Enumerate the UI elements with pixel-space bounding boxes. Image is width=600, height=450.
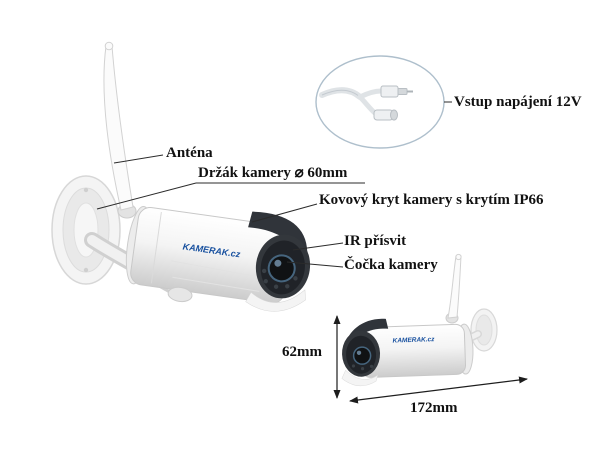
small-camera-hood [343, 318, 389, 359]
callout-label-holder: Držák kamery ⌀ 60mm [198, 165, 348, 181]
dc-socket [373, 109, 398, 121]
height-dimension-label: 62mm [282, 344, 322, 360]
small-camera-lens [352, 346, 372, 365]
callout-line-lens [286, 261, 344, 268]
callout-line-cover [251, 203, 318, 223]
detail-ellipse [315, 55, 445, 149]
callout-lines [96, 101, 452, 268]
camera-hood [248, 211, 308, 270]
callout-line-holder [96, 182, 197, 210]
small-antenna [445, 253, 462, 324]
bracket-joint [167, 286, 193, 303]
antenna [103, 41, 137, 219]
callout-label-antenna: Anténa [166, 145, 213, 161]
small-ir-leds [351, 364, 374, 371]
ir-leds [261, 268, 298, 289]
callout-label-ir: IR přísvit [344, 233, 407, 249]
mount-bracket [51, 175, 121, 285]
brand-logo-small: KAMERAK.cz [392, 336, 435, 344]
callout-line-ir [292, 242, 344, 251]
width-arrow [349, 376, 528, 404]
callout-line-antenna [113, 154, 164, 164]
dc-connector [380, 85, 413, 98]
camera-body: KAMERAK.cz [125, 206, 311, 312]
front-lip [245, 289, 306, 312]
power-cable [319, 87, 384, 117]
callout-label-power: Vstup napájení 12V [454, 94, 582, 110]
callout-label-lens: Čočka kamery [344, 257, 438, 273]
small-camera-body: KAMERAK.cz [341, 318, 474, 387]
callout-label-cover: Kovový kryt kamery s krytím IP66 [319, 192, 544, 208]
dimension-arrows [333, 315, 528, 404]
width-dimension-label: 172mm [410, 400, 458, 416]
power-connector-detail [315, 55, 445, 149]
